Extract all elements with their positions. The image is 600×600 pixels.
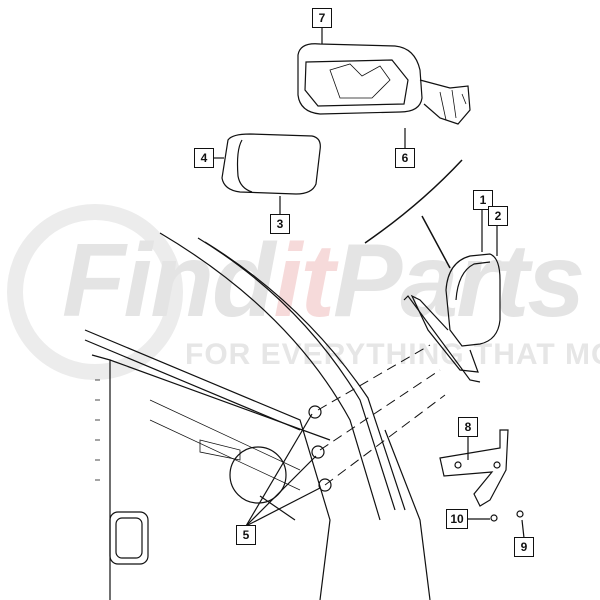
mirror-glass-drawing [221, 133, 321, 195]
side-mirror-drawing [403, 253, 501, 383]
callout-9: 9 [514, 537, 534, 557]
callout-1: 1 [473, 190, 493, 210]
callout-4: 4 [194, 148, 214, 168]
callout-5: 5 [236, 525, 256, 545]
callout-2: 2 [488, 206, 508, 226]
mirror-housing-drawing [297, 43, 471, 125]
leader-lines [214, 28, 525, 539]
callout-3: 3 [270, 214, 290, 234]
callout-6: 6 [395, 148, 415, 168]
callout-8: 8 [458, 417, 478, 437]
callout-7: 7 [312, 8, 332, 28]
watermark-logo: FinditParts [62, 222, 585, 341]
alignment-lines [317, 344, 446, 486]
watermark-tagline: FOR EVERYTHING THAT MOVES [185, 338, 600, 371]
watermark-parts: Parts [333, 223, 585, 339]
door-panel-drawing [84, 329, 332, 600]
watermark-find: Find [62, 223, 275, 339]
a-pillar-drawing [159, 232, 431, 600]
callout-10: 10 [446, 509, 468, 529]
bracket-drawing [439, 429, 524, 522]
